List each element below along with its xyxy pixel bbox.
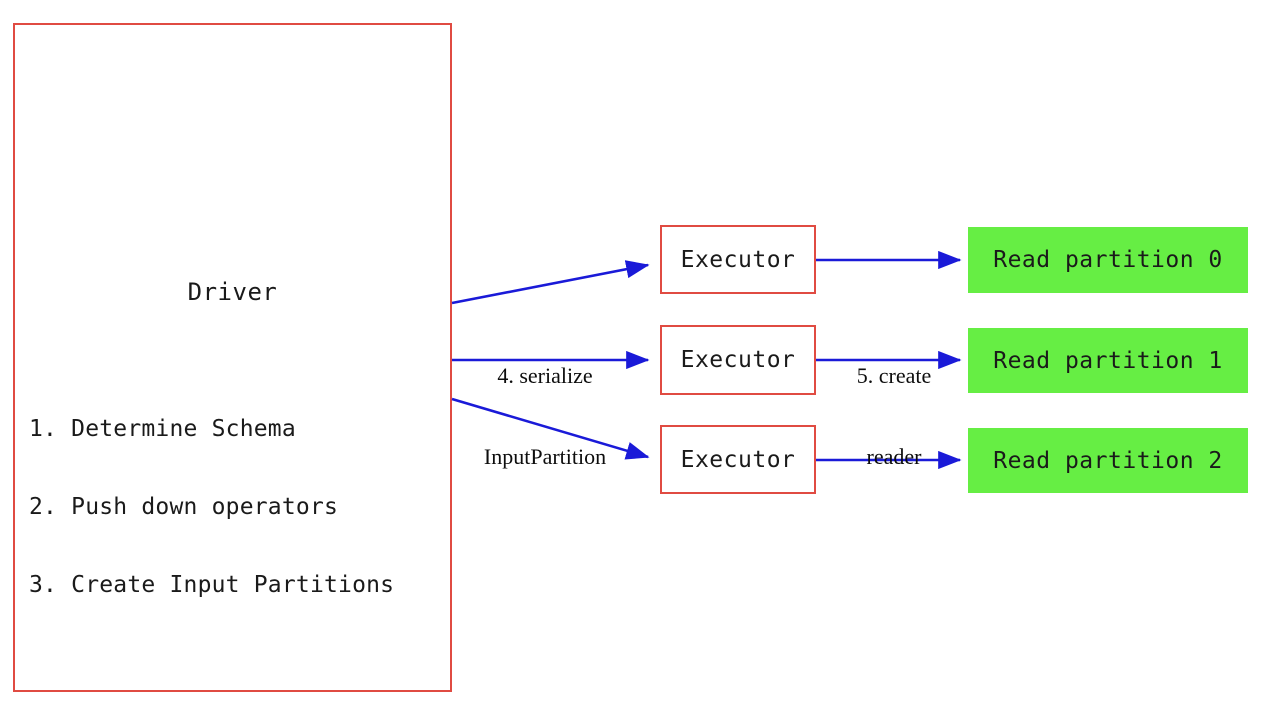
driver-title: Driver <box>187 278 278 306</box>
arrow-driver-to-executor-1 <box>451 260 650 305</box>
read-partition-label-0: Read partition 0 <box>993 247 1223 273</box>
read-partition-box-2: Read partition 2 <box>968 428 1248 493</box>
edge-label-create-reader-line2: reader <box>866 444 922 469</box>
driver-box <box>13 23 452 692</box>
read-partition-box-0: Read partition 0 <box>968 227 1248 293</box>
read-partition-box-1: Read partition 1 <box>968 328 1248 393</box>
executor-box-3: Executor <box>660 425 816 494</box>
executor-label-1: Executor <box>680 246 796 273</box>
edge-label-serialize-line2: InputPartition <box>483 444 607 469</box>
executor-label-2: Executor <box>680 347 796 373</box>
driver-step-1: 1. Determine Schema <box>29 416 296 442</box>
read-partition-label-1: Read partition 1 <box>993 347 1223 374</box>
executor-label-3: Executor <box>680 446 796 473</box>
edge-label-serialize-line1: 4. serialize <box>497 363 593 388</box>
driver-step-2: 2. Push down operators <box>29 494 339 520</box>
read-partition-label-2: Read partition 2 <box>993 447 1223 474</box>
edge-label-create-reader: 5. create reader <box>828 308 960 524</box>
executor-box-2: Executor <box>660 325 816 395</box>
driver-step-3: 3. Create Input Partitions <box>29 572 395 598</box>
driver-steps-list: 1. Determine Schema 2. Push down operato… <box>29 364 394 650</box>
edge-label-serialize: 4. serialize InputPartition <box>455 308 635 524</box>
executor-box-1: Executor <box>660 225 816 294</box>
edge-label-create-reader-line1: 5. create <box>856 363 932 388</box>
